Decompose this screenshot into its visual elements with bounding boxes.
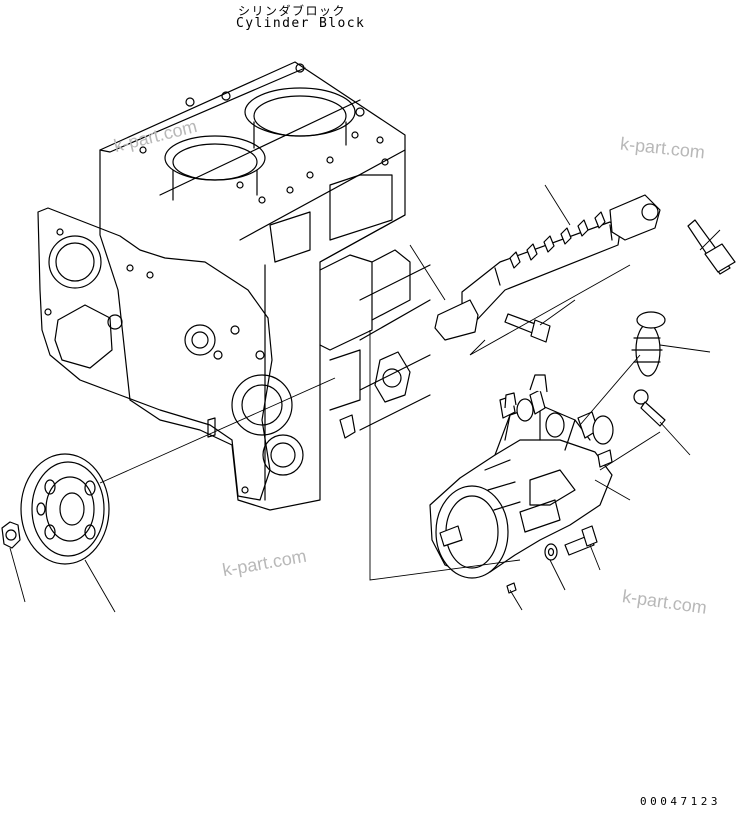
cylinder-block bbox=[99, 61, 431, 511]
pump-gear bbox=[20, 453, 110, 565]
rail-bolt bbox=[504, 313, 551, 343]
title-english: Cylinder Block bbox=[236, 16, 366, 31]
front-gear-cover bbox=[37, 207, 304, 501]
injection-pump bbox=[429, 374, 614, 579]
drawing-number: 00047123 bbox=[640, 795, 721, 808]
pressure-sensor bbox=[687, 219, 736, 275]
leader-lines bbox=[9, 184, 721, 613]
title-japanese: シリンダブロック bbox=[238, 4, 347, 18]
key bbox=[506, 582, 517, 594]
banjo-fitting bbox=[633, 389, 666, 427]
washer bbox=[544, 543, 558, 561]
pump-bolt bbox=[564, 525, 598, 556]
fuel-rail bbox=[434, 194, 661, 341]
nut bbox=[1, 521, 21, 549]
pump-cover bbox=[631, 311, 666, 377]
